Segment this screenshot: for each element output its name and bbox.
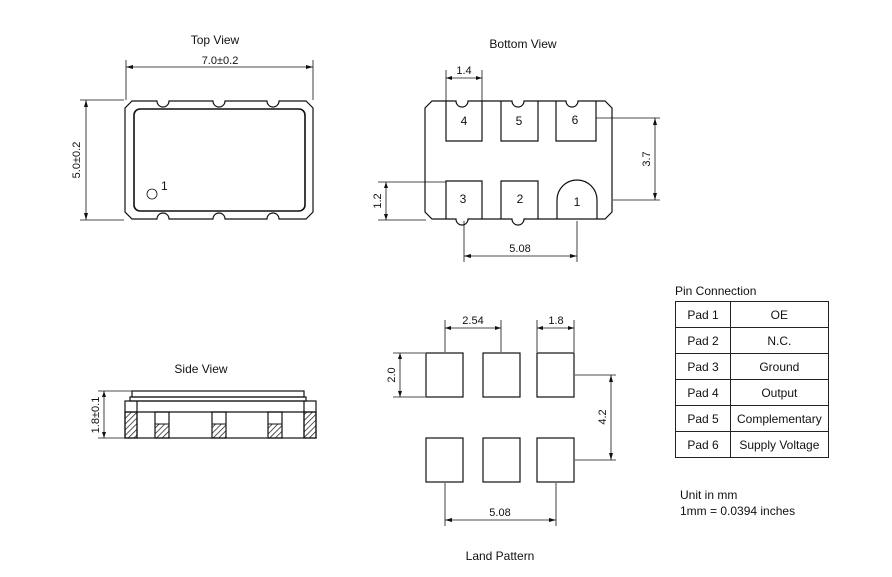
bottom-view: Bottom View 4 5 6 3 2 1 1.4 1.2 bbox=[372, 37, 660, 262]
table-row: Pad 4 Output bbox=[675, 379, 829, 406]
side-view: Side View 1.8±0.1 bbox=[90, 362, 317, 439]
side-height-dimension: 1.8±0.1 bbox=[90, 397, 102, 434]
land-pad bbox=[425, 437, 464, 483]
pad-name-cell: Pad 2 bbox=[675, 327, 731, 354]
table-row: Pad 1 OE bbox=[675, 301, 829, 328]
unit-note: Unit in mm bbox=[680, 488, 738, 502]
side-seal-ring bbox=[129, 396, 307, 402]
pad-name-cell: Pad 3 bbox=[675, 353, 731, 380]
pad-name-cell: Pad 4 bbox=[675, 379, 731, 406]
unit-conversion-note: 1mm = 0.0394 inches bbox=[680, 504, 796, 518]
bottom-pad-3 bbox=[445, 180, 483, 219]
top-height-dimension: 5.0±0.2 bbox=[71, 142, 83, 179]
bottom-pad-width-dimension: 1.4 bbox=[456, 65, 471, 77]
bottom-pad-5 bbox=[500, 101, 539, 142]
land-pattern-title: Land Pattern bbox=[466, 549, 535, 563]
pin1-marker-icon bbox=[146, 188, 158, 200]
bottom-pad-height-dimension: 1.2 bbox=[372, 193, 384, 208]
top-view: Top View 7.0±0.2 5.0±0.2 1 bbox=[71, 33, 314, 221]
bottom-pad-4 bbox=[445, 101, 483, 142]
pad-label-5: 5 bbox=[516, 114, 523, 128]
pin-connection-title: Pin Connection bbox=[675, 284, 757, 298]
side-view-title: Side View bbox=[174, 362, 227, 376]
pad-function-cell: OE bbox=[730, 301, 829, 328]
land-pattern: Land Pattern 2.54 1.8 2.0 4.2 bbox=[386, 315, 616, 563]
land-row-spacing-dimension: 4.2 bbox=[597, 409, 609, 424]
pad-name-cell: Pad 6 bbox=[675, 431, 731, 458]
bottom-pad-2 bbox=[500, 180, 539, 219]
pad-label-6: 6 bbox=[572, 113, 579, 127]
table-row: Pad 3 Ground bbox=[675, 353, 829, 380]
top-width-dimension: 7.0±0.2 bbox=[202, 55, 239, 67]
land-pad bbox=[482, 352, 521, 398]
top-package-outline bbox=[124, 100, 314, 220]
pad-function-cell: Ground bbox=[730, 353, 829, 380]
pad-function-cell: Complementary bbox=[730, 405, 829, 432]
top-view-title: Top View bbox=[191, 33, 240, 47]
pad-function-cell: N.C. bbox=[730, 327, 829, 354]
pad-label-3: 3 bbox=[460, 192, 467, 206]
pad-function-cell: Supply Voltage bbox=[730, 431, 829, 458]
pad-label-4: 4 bbox=[461, 114, 468, 128]
pin1-label: 1 bbox=[161, 179, 168, 193]
land-height-dimension: 2.0 bbox=[386, 367, 398, 382]
table-row: Pad 5 Complementary bbox=[675, 405, 829, 432]
pad-label-1: 1 bbox=[574, 195, 581, 209]
land-pad bbox=[482, 437, 521, 483]
top-lid bbox=[133, 108, 306, 212]
pad-name-cell: Pad 5 bbox=[675, 405, 731, 432]
pad-function-cell: Output bbox=[730, 379, 829, 406]
row-spacing-dimension: 3.7 bbox=[641, 151, 653, 166]
bottom-view-title: Bottom View bbox=[489, 37, 556, 51]
land-pad bbox=[425, 352, 464, 398]
land-pad bbox=[536, 352, 575, 398]
land-span-dimension: 5.08 bbox=[489, 507, 510, 519]
pad-name-cell: Pad 1 bbox=[675, 301, 731, 328]
pad-label-2: 2 bbox=[517, 192, 524, 206]
table-row: Pad 2 N.C. bbox=[675, 327, 829, 354]
side-left-cap bbox=[124, 411, 138, 439]
bottom-pitch-dimension: 5.08 bbox=[509, 243, 530, 255]
pin-connection-table: Pad 1 OE Pad 2 N.C. Pad 3 Ground Pad 4 O… bbox=[675, 301, 829, 458]
bottom-package-outline bbox=[424, 100, 613, 226]
land-pad bbox=[536, 437, 575, 483]
bottom-pad-1 bbox=[556, 179, 598, 219]
bottom-pad-6 bbox=[555, 101, 597, 142]
side-right-cap bbox=[303, 411, 317, 439]
land-width-dimension: 1.8 bbox=[548, 315, 563, 327]
table-row: Pad 6 Supply Voltage bbox=[675, 431, 829, 458]
land-pitch-dimension: 2.54 bbox=[462, 315, 483, 327]
side-lid bbox=[131, 390, 305, 398]
